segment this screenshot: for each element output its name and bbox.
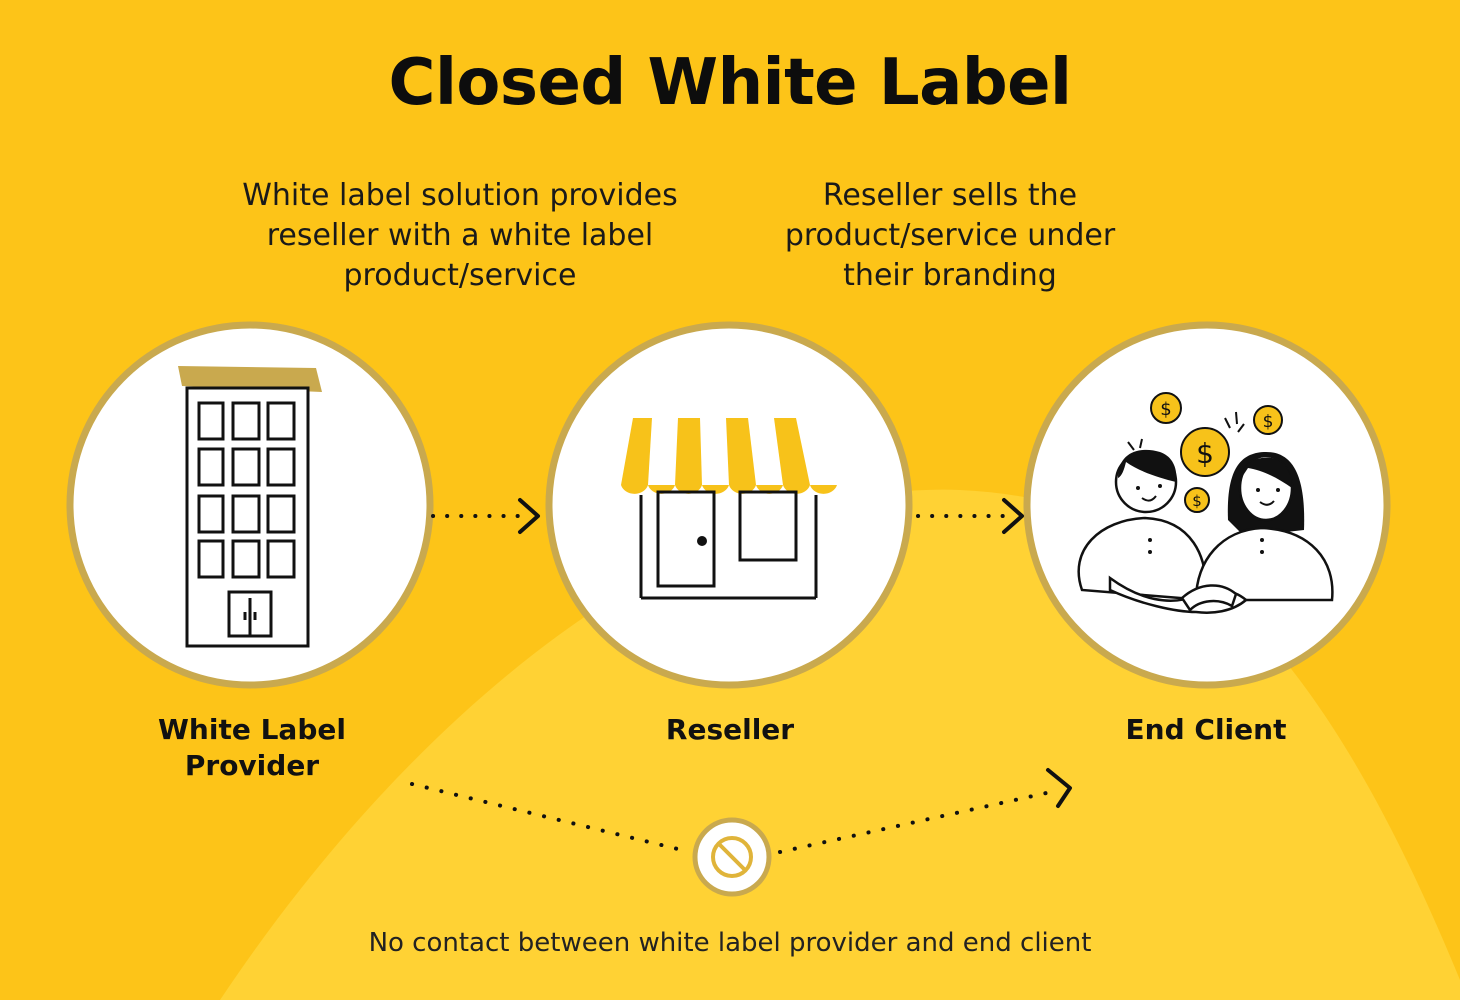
node-client: $ $ $ $ [1023, 321, 1391, 689]
handshake-people-icon: $ $ $ $ [1077, 392, 1334, 614]
node-label-reseller: Reseller [665, 713, 795, 746]
arrow-provider-to-reseller [431, 498, 540, 534]
coin-icon: $ [1180, 427, 1230, 477]
arrow-reseller-to-client [916, 498, 1024, 534]
svg-text:$: $ [1263, 412, 1274, 432]
coin-icon: $ [1150, 392, 1182, 424]
caption-provider-to-reseller: White label solution provides reseller w… [242, 178, 678, 293]
coin-icon: $ [1253, 405, 1283, 435]
svg-text:$: $ [1192, 492, 1202, 510]
node-label-provider: White Label Provider [158, 713, 346, 782]
storefront-icon [621, 418, 837, 600]
caption-reseller-to-client: Reseller sells the product/service under… [784, 178, 1116, 293]
coin-icon: $ [1184, 487, 1210, 513]
node-reseller [545, 321, 913, 689]
footer-note: No contact between white label provider … [368, 928, 1092, 958]
office-building-icon [178, 366, 322, 648]
arrow-provider-to-client-blocked [410, 768, 1072, 854]
prohibited-icon [692, 817, 772, 897]
page-title: Closed White Label [388, 46, 1072, 120]
node-label-client: End Client [1125, 713, 1287, 746]
node-provider [66, 321, 434, 689]
svg-text:$: $ [1196, 437, 1214, 470]
svg-text:$: $ [1160, 399, 1171, 420]
